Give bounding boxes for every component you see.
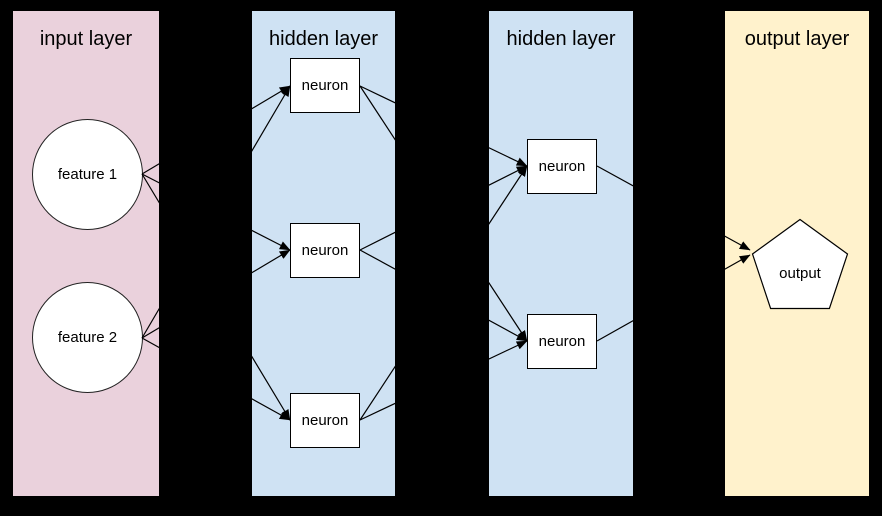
node-hidden1-neuron-1: neuron xyxy=(290,58,360,113)
node-feature-2: feature 2 xyxy=(32,282,143,393)
node-output-label: output xyxy=(779,264,821,282)
node-hidden2-neuron-1-label: neuron xyxy=(538,158,586,175)
node-feature-2-label: feature 2 xyxy=(57,329,118,346)
node-hidden1-neuron-2-label: neuron xyxy=(301,242,349,259)
panel-input-layer: input layer xyxy=(13,11,159,496)
node-hidden2-neuron-1: neuron xyxy=(527,139,597,194)
node-hidden1-neuron-2: neuron xyxy=(290,223,360,278)
pentagon-shape-icon xyxy=(751,218,849,310)
panel-hidden-layer-2: hidden layer xyxy=(489,11,633,496)
node-hidden2-neuron-2-label: neuron xyxy=(538,333,586,350)
hidden-layer-2-title: hidden layer xyxy=(506,28,616,50)
node-hidden1-neuron-3: neuron xyxy=(290,393,360,448)
node-feature-1-label: feature 1 xyxy=(57,166,118,183)
node-output: output xyxy=(750,218,850,310)
output-layer-title: output layer xyxy=(744,28,850,50)
node-hidden1-neuron-3-label: neuron xyxy=(301,412,349,429)
hidden-layer-1-title: hidden layer xyxy=(269,28,378,50)
node-feature-1: feature 1 xyxy=(32,119,143,230)
input-layer-title: input layer xyxy=(39,28,133,50)
node-hidden2-neuron-2: neuron xyxy=(527,314,597,369)
node-hidden1-neuron-1-label: neuron xyxy=(301,77,349,94)
